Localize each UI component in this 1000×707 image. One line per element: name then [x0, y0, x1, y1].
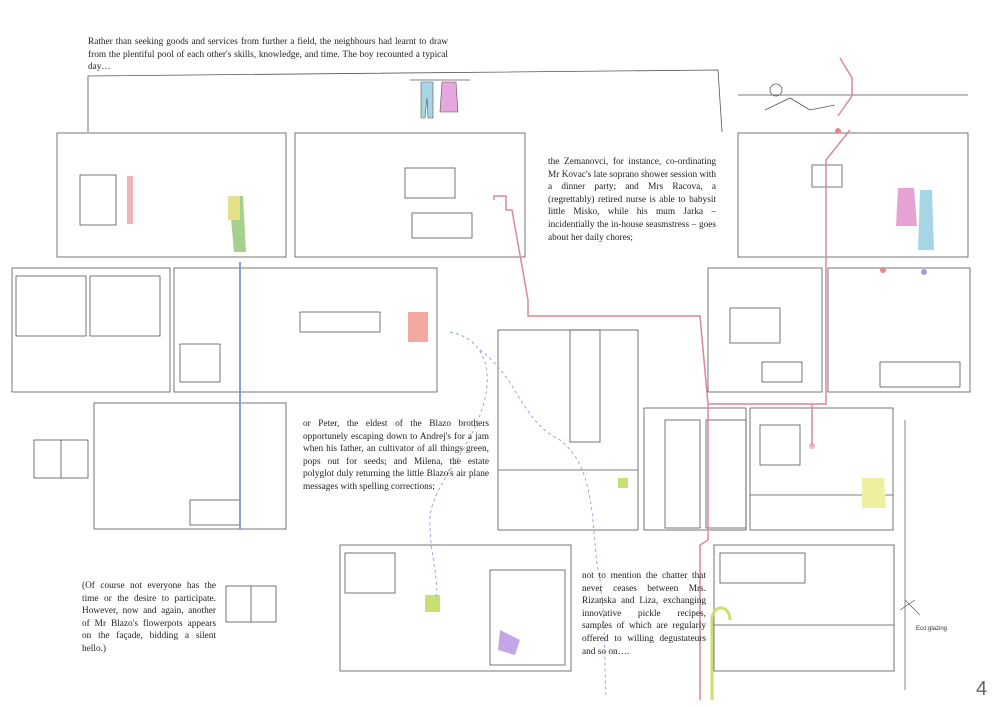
intro-text: Rather than seeking goods and services f… [88, 37, 448, 73]
apartment-plants [11, 267, 171, 393]
curtain-pink [127, 176, 133, 224]
apartment-records [93, 402, 287, 530]
pink-pipe [493, 57, 853, 445]
laundry [420, 81, 459, 119]
apartment-top-right [737, 132, 969, 258]
figure-pink-shirt [408, 312, 428, 342]
chatter-text: not to mention the chatter that never ce… [582, 571, 706, 657]
apartment-kitchen [749, 407, 894, 531]
apartment-pantry [643, 407, 747, 531]
apartment-top-left [56, 132, 287, 258]
green-hose [710, 606, 732, 700]
apartment-loft-bed [173, 267, 438, 393]
apartment-top-middle [294, 132, 526, 258]
sun-lounger [764, 97, 836, 111]
paper-plane-trail [429, 331, 488, 601]
figure-yellow-skirt [862, 478, 886, 508]
apartment-bedroom [707, 267, 823, 393]
of-course-text: (Of course not everyone has the time or … [82, 581, 216, 654]
figure-blue [918, 190, 934, 250]
eco-glazing-label: Eco glazing [916, 626, 948, 632]
roof-wire [87, 69, 723, 133]
apartment-kitchen-lower [713, 544, 895, 672]
figure-pink-dress [896, 188, 917, 226]
apartment-reading [339, 544, 572, 672]
apartment-bathroom [827, 267, 971, 393]
stairwell [497, 329, 639, 531]
page-number: 4 [976, 678, 988, 700]
peter-text: or Peter, the eldest of the Blazo brothe… [303, 419, 489, 492]
figure-reading [498, 630, 520, 655]
zemanovci-text: the Zemanovci, for instance, co-ordinati… [548, 157, 716, 243]
